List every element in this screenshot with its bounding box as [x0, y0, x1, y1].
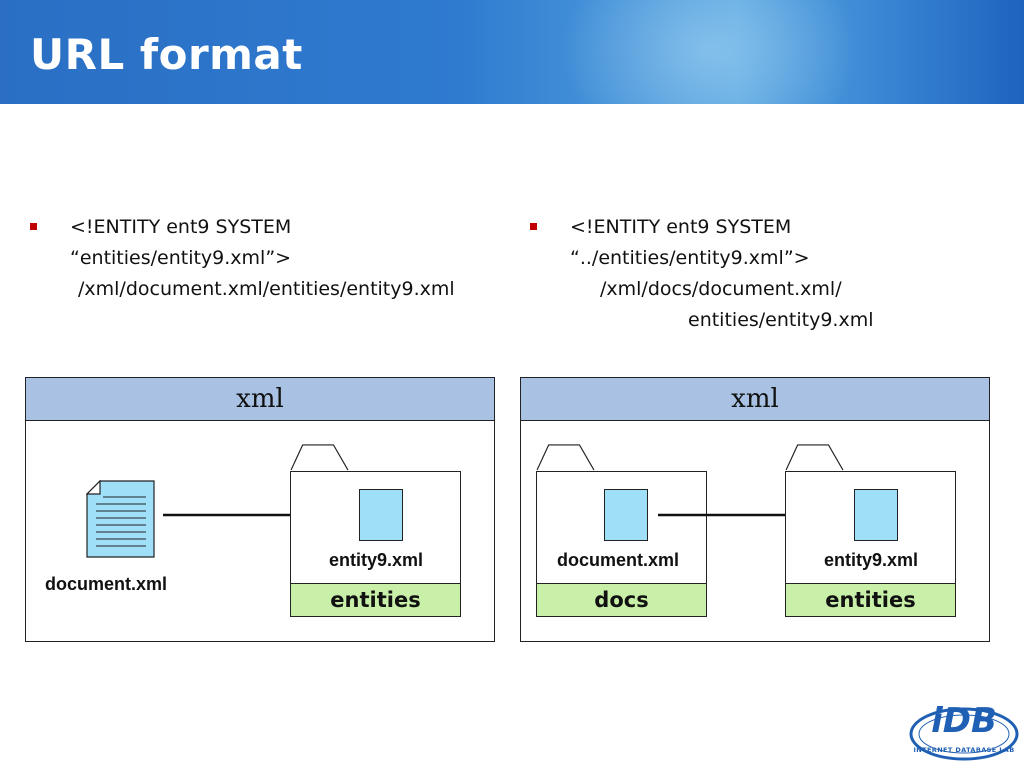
bullet-left-line-2: “entities/entity9.xml”> [70, 247, 292, 269]
diagram-right: xml document.xml docs entity9.xml entiti… [520, 377, 990, 642]
document-file-icon [86, 480, 155, 558]
bullet-left-line-3: /xml/document.xml/entities/entity9.xml [78, 278, 455, 300]
entity9-file-icon [359, 489, 403, 541]
entity9-file-label: entity9.xml [824, 550, 919, 570]
idb-logo: iDB INTERNET DATABASE LAB [909, 701, 1019, 761]
entities-folder: entity9.xml entities [785, 471, 956, 617]
entities-folder-label: entities [291, 583, 460, 616]
entity9-file-label: entity9.xml [329, 550, 424, 570]
diagram-left-header: xml [26, 378, 494, 421]
entities-folder: entity9.xml entities [290, 471, 461, 617]
folder-tab-icon [290, 444, 349, 471]
docs-folder: document.xml docs [536, 471, 707, 617]
entity9-file-icon [854, 489, 898, 541]
entities-folder-label: entities [786, 583, 955, 616]
bullet-right-line-4: entities/entity9.xml [688, 309, 874, 331]
docs-folder-label: docs [537, 583, 706, 616]
diagram-left: xml document.xml entity9.xml entities [25, 377, 495, 642]
bullet-right: <!ENTITY ent9 SYSTEM “../entities/entity… [530, 212, 1000, 336]
folder-tab-icon [785, 444, 844, 471]
bullet-left: <!ENTITY ent9 SYSTEM “entities/entity9.x… [30, 212, 500, 305]
folder-tab-icon [536, 444, 595, 471]
bullet-right-line-2: “../entities/entity9.xml”> [570, 247, 810, 269]
document-file-label: document.xml [557, 550, 680, 570]
logo-subtitle: INTERNET DATABASE LAB [913, 746, 1014, 754]
logo-text: iDB [931, 701, 997, 741]
title-bar: URL format [0, 0, 1024, 104]
bullet-left-line-1: <!ENTITY ent9 SYSTEM [70, 216, 292, 238]
slide-title: URL format [30, 30, 303, 79]
document-file-icon [604, 489, 648, 541]
bullet-right-line-1: <!ENTITY ent9 SYSTEM [570, 216, 792, 238]
bullet-square-icon [530, 223, 537, 230]
document-file-label: document.xml [45, 574, 168, 594]
bullet-right-line-3: /xml/docs/document.xml/ [600, 278, 842, 300]
diagram-right-header: xml [521, 378, 989, 421]
bullet-square-icon [30, 223, 37, 230]
